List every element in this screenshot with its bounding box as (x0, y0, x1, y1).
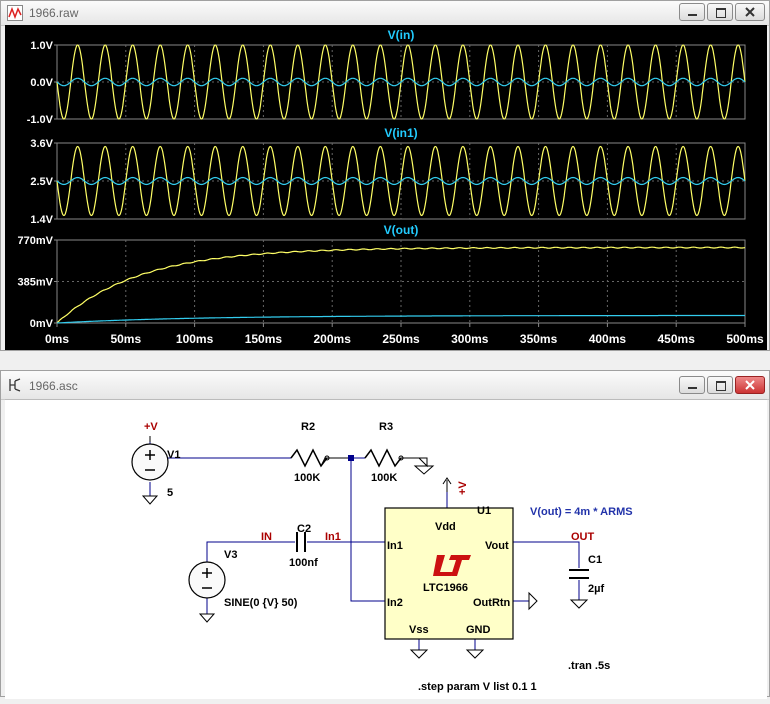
x-tick-label: 350ms (520, 332, 558, 346)
y-tick-label: 2.5V (30, 176, 53, 188)
tran-directive: .tran .5s (568, 660, 610, 672)
waveform-plot[interactable]: 1.0V 0.0V -1.0V V(in) 3.6V 2.5V 1.4V V(in1) 770m… (5, 25, 767, 350)
minimize-button[interactable] (679, 3, 705, 21)
gnd-pin-label: GND (466, 624, 491, 636)
step-directive: .step param V list 0.1 1 (418, 681, 537, 693)
ground-symbols (141, 457, 589, 659)
y-tick-label: 770mV (18, 235, 54, 247)
v3-value-label: SINE(0 {V} 50) (224, 597, 298, 609)
v1-plus-label: +V (144, 421, 158, 433)
restore-icon (716, 381, 726, 391)
trace-line (57, 314, 745, 324)
x-tick-label: 100ms (176, 332, 214, 346)
outrtn-pin-label: OutRtn (473, 597, 511, 609)
resistor-r3[interactable] (364, 448, 402, 468)
capacitor-c1[interactable] (569, 569, 589, 579)
lt-logo-icon (433, 555, 471, 576)
voltage-source-v1[interactable] (131, 443, 169, 481)
y-tick-label: 1.4V (30, 214, 53, 226)
schematic-svg[interactable]: +V V1 5 R2 100K R3 100K +V U1 Vdd IN C2 … (5, 400, 767, 699)
c2-value-label: 100nf (289, 557, 318, 569)
x-tick-label: 50ms (110, 332, 141, 346)
wires (149, 442, 580, 650)
x-tick-label: 250ms (382, 332, 420, 346)
schem-close-button[interactable] (735, 376, 765, 394)
schem-minimize-button[interactable] (679, 376, 705, 394)
schematic-icon (9, 378, 21, 392)
restore-icon (716, 8, 726, 18)
trace-line (56, 77, 746, 87)
capacitor-c2[interactable] (296, 532, 306, 552)
y-tick-label: 3.6V (30, 138, 53, 150)
c2-ref-label: C2 (297, 523, 311, 535)
schem-maximize-button[interactable] (707, 376, 733, 394)
x-tick-label: 0ms (45, 332, 69, 346)
waveform-icon (7, 5, 23, 21)
vout-pin-label: Vout (485, 540, 509, 552)
v1-ref-label: V1 (167, 449, 180, 461)
r2-ref-label: R2 (301, 421, 315, 433)
x-tick-label: 200ms (314, 332, 352, 346)
pane-title: V(out) (384, 223, 419, 237)
x-tick-label: 500ms (726, 332, 764, 346)
c1-ref-label: C1 (588, 554, 602, 566)
y-tick-label: 0mV (30, 318, 54, 330)
schematic-window-title: 1966.asc (29, 379, 78, 393)
trace-line (56, 246, 746, 324)
pane-title: V(in) (388, 28, 415, 42)
close-icon (745, 7, 755, 17)
plot-window: 1966.raw 1.0V 0.0V -1.0V V(in) 3.6V 2.5V 1.4V V… (0, 0, 770, 351)
trace-line (56, 176, 746, 186)
vdd-pin-label: Vdd (435, 521, 456, 533)
minimize-icon (688, 387, 697, 389)
close-button[interactable] (735, 3, 765, 21)
pane-title: V(in1) (384, 126, 417, 140)
y-tick-label: 1.0V (30, 40, 53, 52)
r3-value-label: 100K (371, 472, 397, 484)
x-tick-label: 450ms (658, 332, 696, 346)
v1-value-label: 5 (167, 487, 173, 499)
in2-pin-label: In2 (387, 597, 403, 609)
wire-junction (348, 455, 354, 461)
voltage-source-v3[interactable] (188, 561, 226, 599)
r2-value-label: 100K (294, 472, 320, 484)
y-tick-label: -1.0V (27, 114, 54, 126)
waveform-svg[interactable]: 1.0V 0.0V -1.0V V(in) 3.6V 2.5V 1.4V V(in1) 770m… (5, 25, 767, 350)
u1-ref-label: U1 (477, 505, 491, 517)
output-annotation: V(out) = 4m * ARMS (530, 506, 633, 518)
in1-net-label: In1 (325, 531, 341, 543)
schematic-canvas[interactable]: +V V1 5 R2 100K R3 100K +V U1 Vdd IN C2 … (5, 399, 767, 699)
y-tick-label: 0.0V (30, 77, 53, 89)
c1-value-label: 2µf (588, 583, 604, 595)
plot-pane[interactable]: 3.6V 2.5V 1.4V V(in1) (30, 126, 746, 226)
in-net-label: IN (261, 531, 272, 543)
in1-pin-label: In1 (387, 540, 403, 552)
v3-ref-label: V3 (224, 549, 237, 561)
x-tick-label: 400ms (589, 332, 627, 346)
plot-pane[interactable]: 1.0V 0.0V -1.0V V(in) (27, 28, 746, 126)
r3-ref-label: R3 (379, 421, 393, 433)
out-net-label: OUT (571, 531, 595, 543)
x-tick-label: 150ms (245, 332, 283, 346)
schematic-title-bar[interactable]: 1966.asc (1, 371, 769, 400)
schematic-window: 1966.asc (0, 370, 770, 699)
vss-pin-label: Vss (409, 624, 429, 636)
close-icon (745, 380, 755, 390)
resistor-r2[interactable] (290, 448, 328, 468)
minimize-icon (688, 14, 697, 16)
x-tick-label: 300ms (451, 332, 489, 346)
u1-plus-label: +V (457, 481, 469, 495)
plot-title-bar[interactable]: 1966.raw (1, 1, 769, 26)
plot-window-title: 1966.raw (29, 6, 79, 20)
maximize-button[interactable] (707, 3, 733, 21)
y-tick-label: 385mV (18, 277, 54, 289)
plot-pane[interactable]: 770mV 385mV 0mV V(out) (18, 223, 746, 330)
part-name-label: LTC1966 (423, 582, 468, 594)
